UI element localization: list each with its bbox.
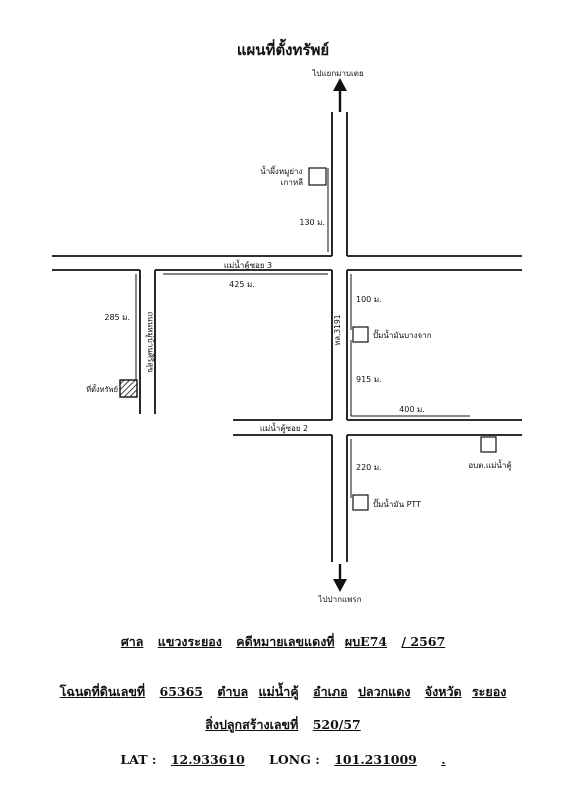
landmark-obt-label: อบต.แม่น้ำคู้: [468, 459, 511, 471]
direction-bottom-label: ไปปากแพรก: [317, 595, 361, 604]
tambon-label: ตำบล: [217, 684, 249, 699]
province-label: จังหวัด: [424, 684, 462, 699]
deed-number: 65365: [159, 684, 204, 699]
deed-line: โฉนดที่ดินเลขที่ 65365 ตำบล แม่น้ำคู้ อำ…: [0, 682, 566, 702]
arrow-down-icon: [333, 564, 347, 592]
distance-400-label: 400 ม.: [399, 405, 425, 414]
landmark-pork-label-line2: เกาหลี: [281, 178, 303, 187]
lat-label: LAT :: [120, 752, 157, 767]
case-number: ผบE74: [344, 634, 388, 649]
court-label: ศาล: [120, 634, 144, 649]
building-number: 520/57: [312, 717, 361, 732]
distance-220-label: 220 ม.: [356, 463, 382, 472]
long-value: 101.231009: [334, 752, 417, 767]
road-village-label: ถนนหมู่บ้านศิริสุข: [145, 311, 155, 372]
court-name: แขวงระยอง: [157, 634, 222, 649]
amphoe-value: ปลวกแดง: [357, 684, 411, 699]
tambon-value: แม่น้ำคู้: [258, 684, 299, 699]
province-value: ระยอง: [471, 684, 507, 699]
landmark-fuel1-marker: [352, 326, 369, 343]
road-soi2-label: แม่น้ำคู้ซอย 2: [260, 422, 308, 434]
landmark-fuel1-label: ปั๊มน้ำมันบางจาก: [373, 329, 432, 340]
deed-label: โฉนดที่ดินเลขที่: [59, 684, 146, 699]
court-case-line: ศาล แขวงระยอง คดีหมายเลขแดงที่ ผบE74 / 2…: [0, 632, 566, 652]
distance-285-label: 285 ม.: [104, 313, 130, 322]
road-network: [52, 112, 522, 562]
coordinates-line: LAT : 12.933610 LONG : 101.231009 .: [0, 752, 566, 767]
property-label: ที่ตั้งทรัพย์: [86, 384, 118, 394]
building-line: สิ่งปลูกสร้างเลขที่ 520/57: [0, 715, 566, 735]
case-label: คดีหมายเลขแดงที่: [236, 634, 335, 649]
distance-915-label: 915 ม.: [356, 375, 382, 384]
distance-markers: [135, 168, 470, 498]
map-title: แผนที่ตั้งทรัพย์: [236, 41, 330, 59]
distance-100-label: 100 ม.: [356, 295, 382, 304]
distance-425-label: 425 ม.: [229, 280, 255, 289]
road-soi3-label: แม่น้ำคู้ซอย 3: [224, 259, 272, 271]
arrow-up-icon: [333, 78, 347, 112]
long-label: LONG :: [269, 752, 320, 767]
amphoe-label: อำเภอ: [313, 684, 348, 699]
location-map: ไปแยกมาบเตย ไปปากแพรก น้ำผึ้งหมูย่าง เกา…: [52, 69, 522, 604]
landmark-ptt-marker: [352, 494, 369, 511]
property-marker: [119, 379, 138, 398]
building-label: สิ่งปลูกสร้างเลขที่: [205, 717, 299, 732]
landmark-ptt-label: ปั๊มน้ำมัน PTT: [373, 498, 421, 509]
distance-130-label: 130 ม.: [299, 218, 325, 227]
landmark-pork-label-line1: น้ำผึ้งหมูย่าง: [260, 165, 302, 177]
landmark-pork-label: น้ำผึ้งหมูย่าง เกาหลี: [260, 165, 305, 187]
case-year: / 2567: [401, 634, 446, 649]
road-highway-label: ทล.3191: [333, 314, 342, 345]
landmark-pork-marker: [308, 167, 327, 186]
coordinates-trail: .: [441, 752, 446, 767]
lat-value: 12.933610: [170, 752, 245, 767]
landmark-obt-marker: [480, 436, 497, 453]
direction-top-label: ไปแยกมาบเตย: [311, 69, 363, 78]
